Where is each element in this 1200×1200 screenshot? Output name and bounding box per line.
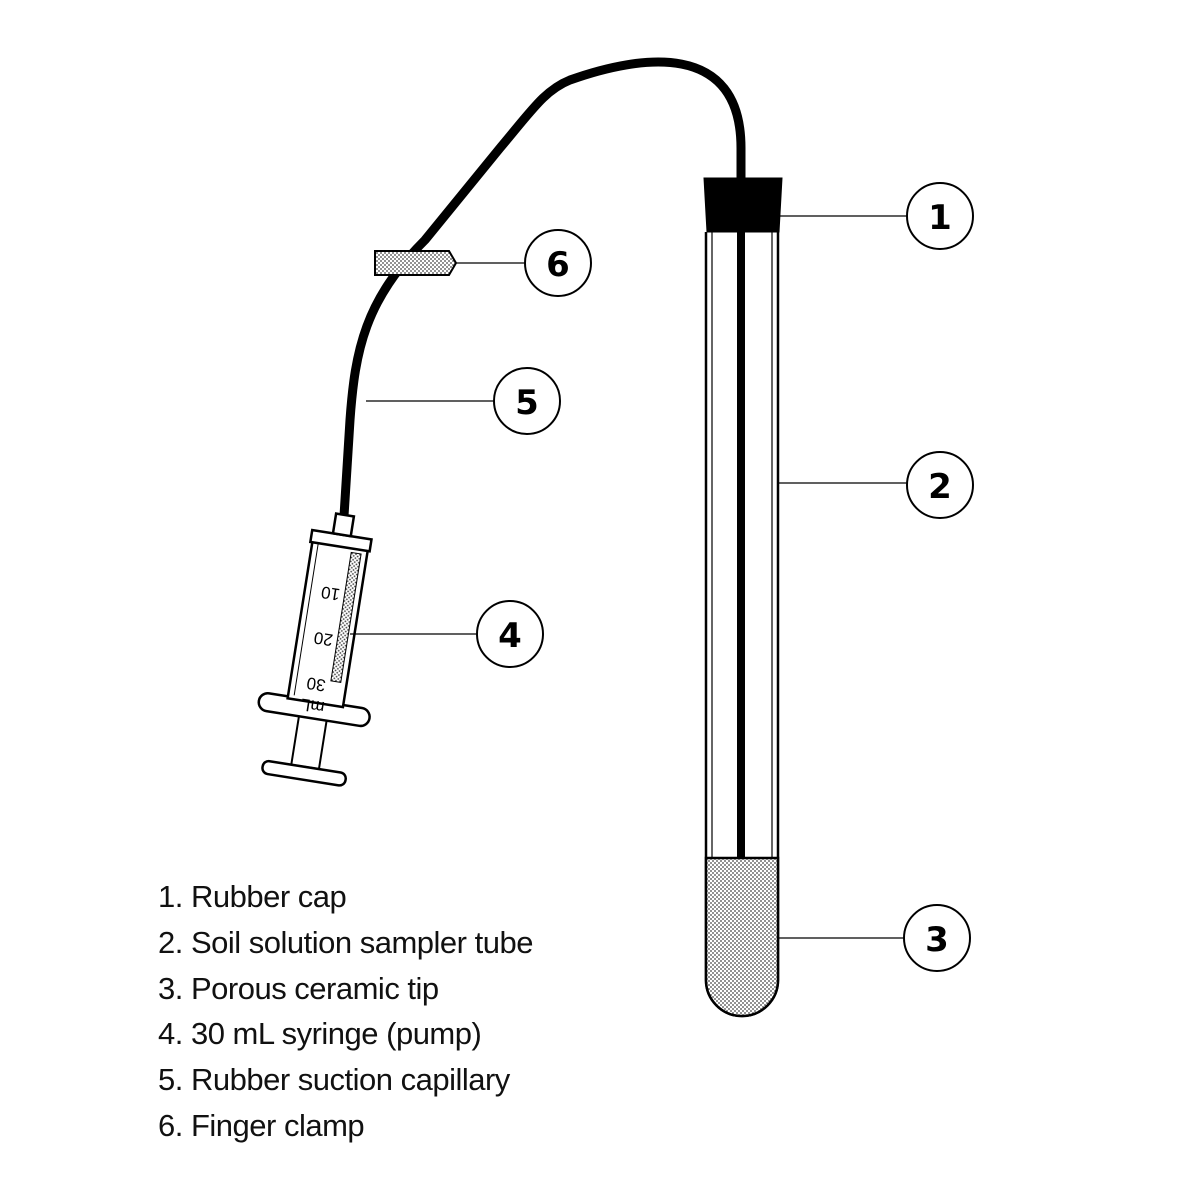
syringe-scale-30: 30 xyxy=(305,673,327,695)
callout-6: 6 xyxy=(524,229,592,297)
callout-2: 2 xyxy=(906,451,974,519)
svg-text:2: 2 xyxy=(928,467,952,507)
legend-item-suction-capillary: 5. Rubber suction capillary xyxy=(158,1062,510,1098)
syringe-scale-20: 20 xyxy=(313,628,335,650)
rubber-suction-capillary xyxy=(339,57,746,521)
callout-1: 1 xyxy=(906,182,974,250)
legend-item-syringe: 4. 30 mL syringe (pump) xyxy=(158,1016,482,1052)
callout-4: 4 xyxy=(476,600,544,668)
legend-item-ceramic-tip: 3. Porous ceramic tip xyxy=(158,970,439,1006)
syringe-scale-unit: mL xyxy=(300,695,326,717)
syringe-scale-10: 10 xyxy=(320,582,342,604)
finger-clamp xyxy=(374,250,458,276)
syringe: 10 20 30 mL xyxy=(257,512,373,787)
svg-text:5: 5 xyxy=(515,383,539,423)
legend-item-rubber-cap: 1. Rubber cap xyxy=(158,879,347,914)
legend-item-finger-clamp: 6. Finger clamp xyxy=(158,1107,365,1143)
legend-item-sampler-tube: 2. Soil solution sampler tube xyxy=(158,924,533,960)
rubber-cap xyxy=(703,177,783,233)
callout-5: 5 xyxy=(493,367,561,435)
svg-text:6: 6 xyxy=(546,245,570,285)
porous-ceramic-tip xyxy=(704,856,780,1018)
legend-list: 1. Rubber cap 2. Soil solution sampler t… xyxy=(158,874,533,1149)
svg-text:1: 1 xyxy=(928,198,952,238)
svg-text:4: 4 xyxy=(498,616,522,656)
leader-lines xyxy=(350,215,908,939)
svg-text:3: 3 xyxy=(925,920,949,960)
callout-3: 3 xyxy=(903,904,971,972)
